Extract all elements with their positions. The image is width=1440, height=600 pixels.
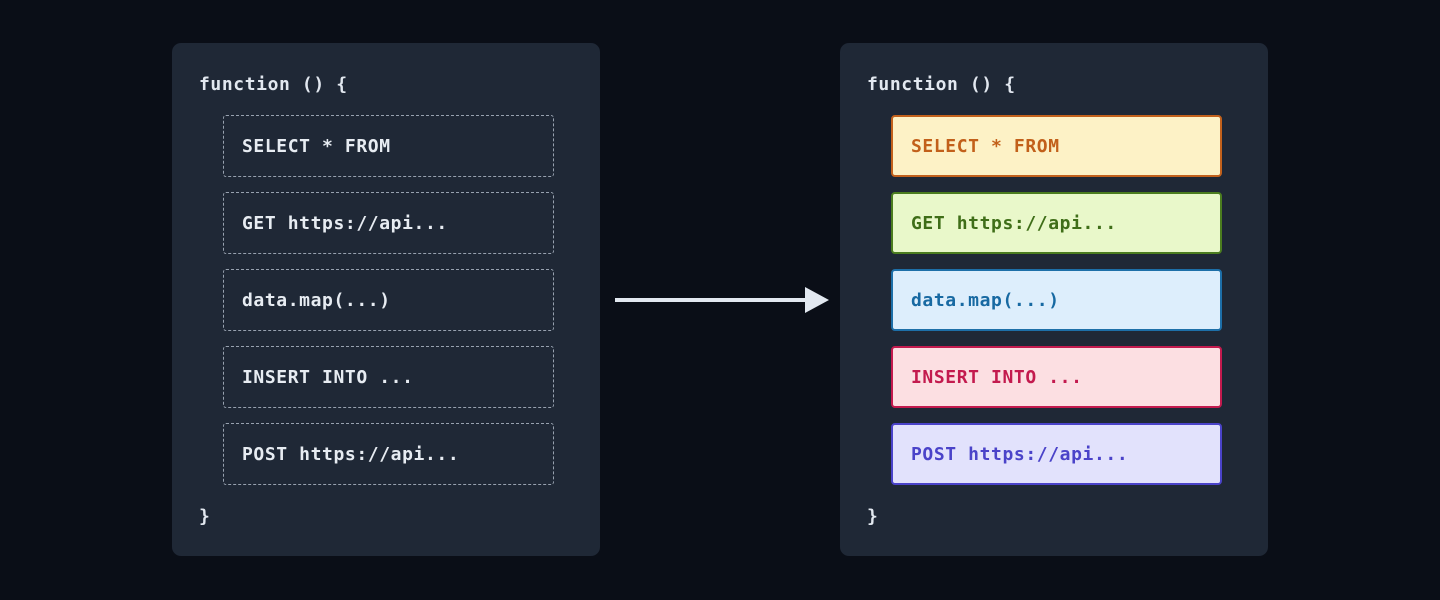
function-open-line: function () { <box>199 74 348 95</box>
code-block-label: POST https://api... <box>242 443 460 465</box>
code-block-get-api-typed: GET https://api... <box>891 192 1222 254</box>
code-block-data-map-typed: data.map(...) <box>891 269 1222 331</box>
code-panel-after: function () { SELECT * FROM GET https://… <box>840 43 1268 556</box>
code-block-insert-into-typed: INSERT INTO ... <box>891 346 1222 408</box>
function-open-line: function () { <box>867 74 1016 95</box>
code-block-label: data.map(...) <box>911 289 1060 311</box>
code-panel-before: function () { SELECT * FROM GET https://… <box>172 43 600 556</box>
transform-arrow <box>600 270 840 330</box>
code-block-label: SELECT * FROM <box>911 135 1060 157</box>
code-block-data-map: data.map(...) <box>223 269 554 331</box>
code-block-select-from: SELECT * FROM <box>223 115 554 177</box>
code-block-label: GET https://api... <box>911 212 1117 234</box>
right-arrow-icon <box>615 287 829 313</box>
code-block-label: INSERT INTO ... <box>911 366 1083 388</box>
block-list-before: SELECT * FROM GET https://api... data.ma… <box>223 115 554 485</box>
code-block-post-api-typed: POST https://api... <box>891 423 1222 485</box>
code-block-post-api: POST https://api... <box>223 423 554 485</box>
code-block-select-from-typed: SELECT * FROM <box>891 115 1222 177</box>
function-close-line: } <box>199 506 211 527</box>
code-block-label: POST https://api... <box>911 443 1129 465</box>
block-list-after: SELECT * FROM GET https://api... data.ma… <box>891 115 1222 485</box>
code-block-label: INSERT INTO ... <box>242 366 414 388</box>
code-block-label: GET https://api... <box>242 212 448 234</box>
code-block-label: SELECT * FROM <box>242 135 391 157</box>
code-block-insert-into: INSERT INTO ... <box>223 346 554 408</box>
code-block-label: data.map(...) <box>242 289 391 311</box>
code-block-get-api: GET https://api... <box>223 192 554 254</box>
function-close-line: } <box>867 506 879 527</box>
